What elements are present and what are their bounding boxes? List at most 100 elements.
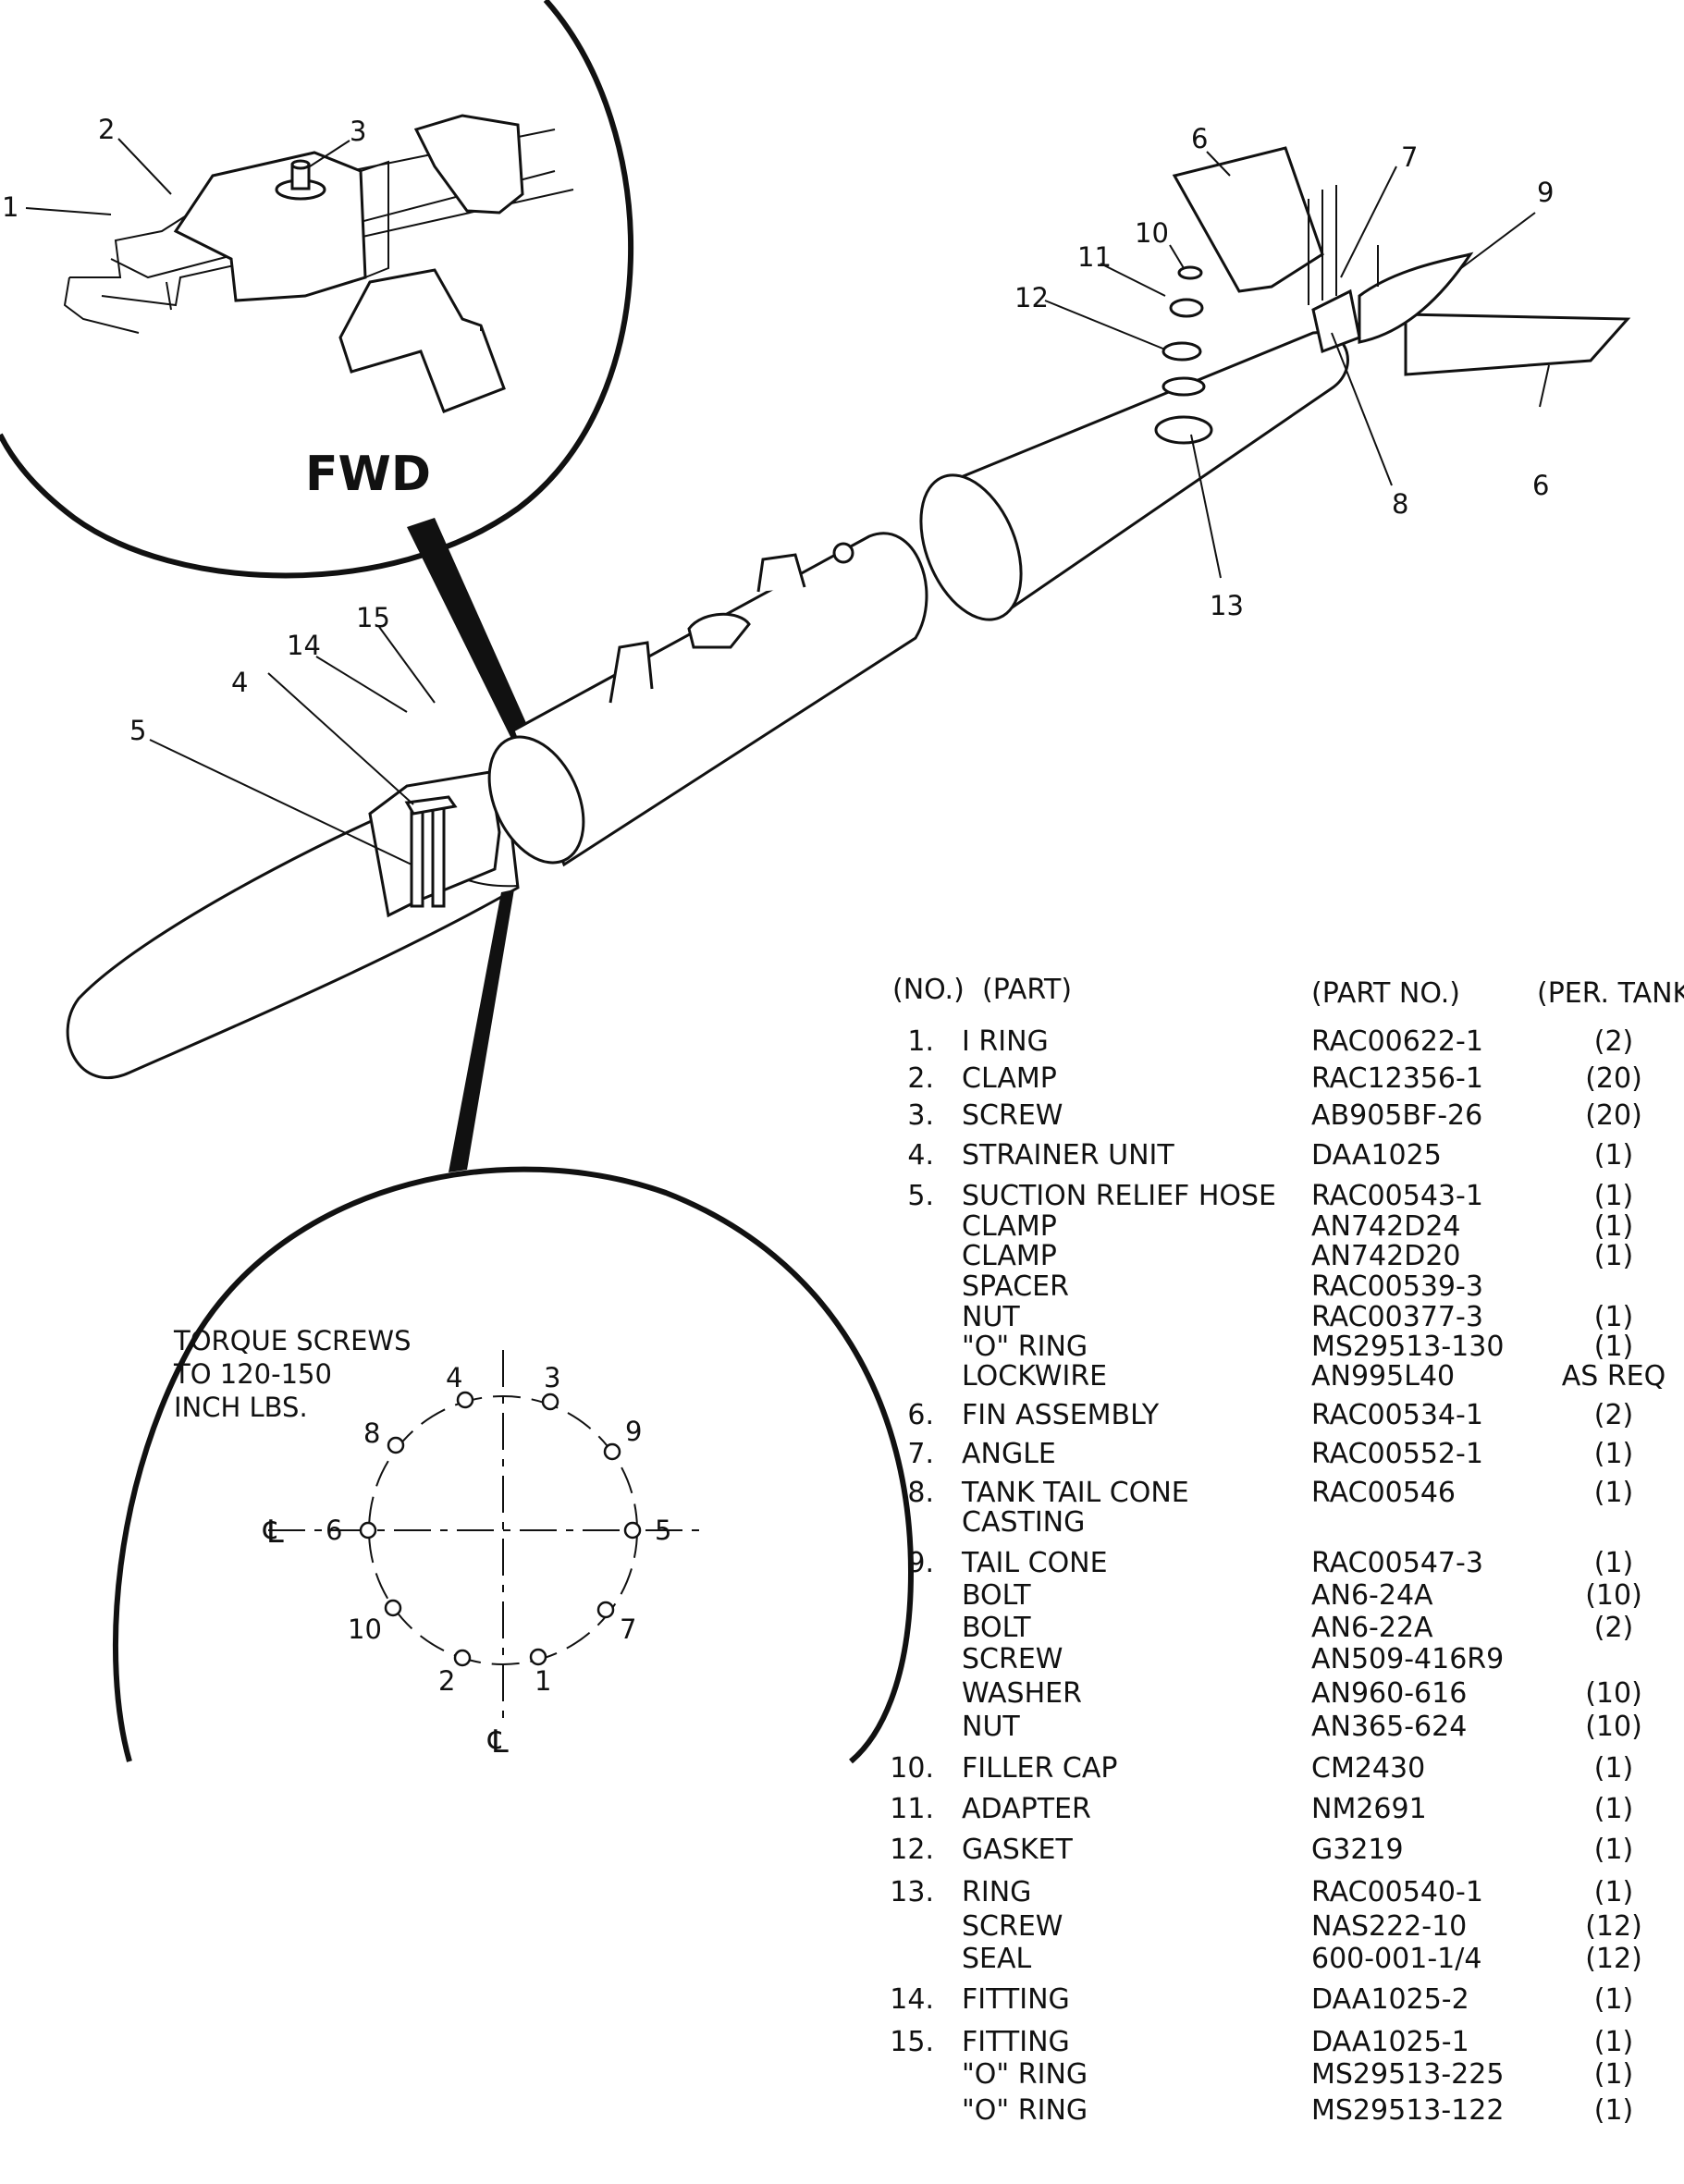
- cell-qty: (20): [1585, 1099, 1642, 1132]
- cell-partno: RAC00622-1: [1311, 1025, 1483, 1058]
- cell-qty: (12): [1585, 1910, 1642, 1943]
- callout-12: 12: [1014, 282, 1049, 313]
- parts-table: (NO.) (PART) (PART NO.) (PER. TANK) 1.I …: [890, 974, 1684, 2127]
- cell-no: 8.: [907, 1477, 934, 1509]
- main-callout-leaders: [149, 151, 1550, 865]
- cell-partno: NM2691: [1311, 1793, 1427, 1825]
- cell-qty: (10): [1585, 1711, 1642, 1743]
- cell-partno: AN742D24: [1311, 1210, 1461, 1243]
- main-callouts: 4 5 6 6 7 8 9 10 11 12 13 14 15: [129, 123, 1554, 746]
- cell-qty: (1): [1594, 1240, 1634, 1272]
- callout-1: 1: [2, 191, 18, 223]
- fwd-label: FWD: [305, 447, 431, 502]
- callout-13: 13: [1210, 590, 1244, 621]
- cell-no: 6.: [907, 1399, 934, 1431]
- cell-no: 9.: [907, 1547, 934, 1579]
- callout-8: 8: [1392, 488, 1408, 520]
- bolt-holes: [359, 1391, 642, 1667]
- cell-partno: 600-001-1/4: [1311, 1943, 1481, 1975]
- table-row: SCREW NAS222-10 (12): [962, 1910, 1642, 1943]
- bolt-number-10: 10: [348, 1613, 382, 1645]
- cell-part: ADAPTER: [962, 1793, 1091, 1825]
- cell-part: NUT: [962, 1711, 1020, 1743]
- cell-qty: (10): [1585, 1677, 1642, 1710]
- detail-circle-clamp: 1 2 3 FWD: [0, 0, 634, 579]
- cell-partno: RAC00547-3: [1311, 1547, 1483, 1579]
- centerline-symbol-vertical: ℄: [487, 1724, 509, 1761]
- cell-part: TAIL CONE: [961, 1547, 1108, 1579]
- cell-partno: RAC00543-1: [1311, 1180, 1483, 1212]
- cell-qty: (1): [1594, 1752, 1634, 1785]
- callout-10: 10: [1135, 217, 1169, 249]
- cell-partno: DAA1025-2: [1311, 1983, 1469, 2016]
- cell-qty: (1): [1594, 1438, 1634, 1470]
- cell-partno: AN960-616: [1311, 1677, 1467, 1710]
- header-per-tank: (PER. TANK): [1537, 977, 1684, 1010]
- cell-part: FILLER CAP: [962, 1752, 1117, 1785]
- bolt-number-2: 2: [438, 1665, 455, 1697]
- cell-qty: (1): [1594, 1477, 1634, 1509]
- torque-note-line-2: TO 120-150: [173, 1358, 332, 1390]
- callout-5: 5: [129, 715, 146, 746]
- cell-partno: G3219: [1311, 1834, 1404, 1866]
- bolt-number-3: 3: [544, 1362, 560, 1393]
- cell-part: CLAMP: [962, 1062, 1057, 1095]
- table-row: CLAMP AN742D20 (1): [962, 1240, 1633, 1272]
- cell-partno: MS29513-122: [1311, 2094, 1504, 2127]
- cell-no: 4.: [907, 1139, 934, 1172]
- cell-part: FITTING: [962, 1983, 1070, 2016]
- bolt-number-6: 6: [326, 1515, 342, 1546]
- cell-part: SEAL: [962, 1943, 1032, 1975]
- cell-qty: (2): [1594, 1399, 1634, 1431]
- cell-qty: (1): [1594, 1547, 1634, 1579]
- cell-part: CLAMP: [962, 1240, 1057, 1272]
- cell-qty: (1): [1594, 1793, 1634, 1825]
- cell-part: "O" RING: [962, 2058, 1088, 2091]
- cell-qty: (1): [1594, 1834, 1634, 1866]
- cell-qty: (1): [1594, 1139, 1634, 1172]
- cell-partno: RAC12356-1: [1311, 1062, 1483, 1095]
- cell-no: 1.: [907, 1025, 934, 1058]
- callout-6-bottom: 6: [1532, 470, 1549, 501]
- cell-partno: AN742D20: [1311, 1240, 1461, 1272]
- cell-part: SUCTION RELIEF HOSE: [962, 1180, 1276, 1212]
- cell-partno: NAS222-10: [1311, 1910, 1467, 1943]
- cell-part: GASKET: [962, 1834, 1073, 1866]
- cell-part: SCREW: [962, 1643, 1063, 1675]
- cell-qty: (2): [1594, 1612, 1634, 1644]
- cell-qty: (1): [1594, 1180, 1634, 1212]
- callout-7: 7: [1401, 141, 1418, 173]
- bolt-number-1: 1: [535, 1665, 551, 1697]
- callout-6-top: 6: [1191, 123, 1208, 154]
- cell-partno: RAC00552-1: [1311, 1438, 1483, 1470]
- cell-part: BOLT: [962, 1579, 1031, 1612]
- cell-qty: (20): [1585, 1062, 1642, 1095]
- cell-part: TANK TAIL CONE: [961, 1477, 1189, 1509]
- bolt-number-5: 5: [655, 1515, 671, 1546]
- bolt-number-9: 9: [625, 1416, 642, 1447]
- cell-qty: (1): [1594, 2026, 1634, 2058]
- cell-qty: (1): [1594, 1301, 1634, 1333]
- torque-note-line-1: TORQUE SCREWS: [173, 1325, 412, 1356]
- header-part-no: (PART NO.): [1311, 977, 1460, 1010]
- cell-partno: MS29513-130: [1311, 1331, 1504, 1363]
- bolt-number-4: 4: [446, 1362, 462, 1393]
- cell-no: 12.: [890, 1834, 934, 1866]
- cell-qty: (1): [1594, 1210, 1634, 1243]
- cell-partno: RAC00377-3: [1311, 1301, 1483, 1333]
- cell-part: SCREW: [962, 1910, 1063, 1943]
- cell-partno: AN6-22A: [1311, 1612, 1433, 1644]
